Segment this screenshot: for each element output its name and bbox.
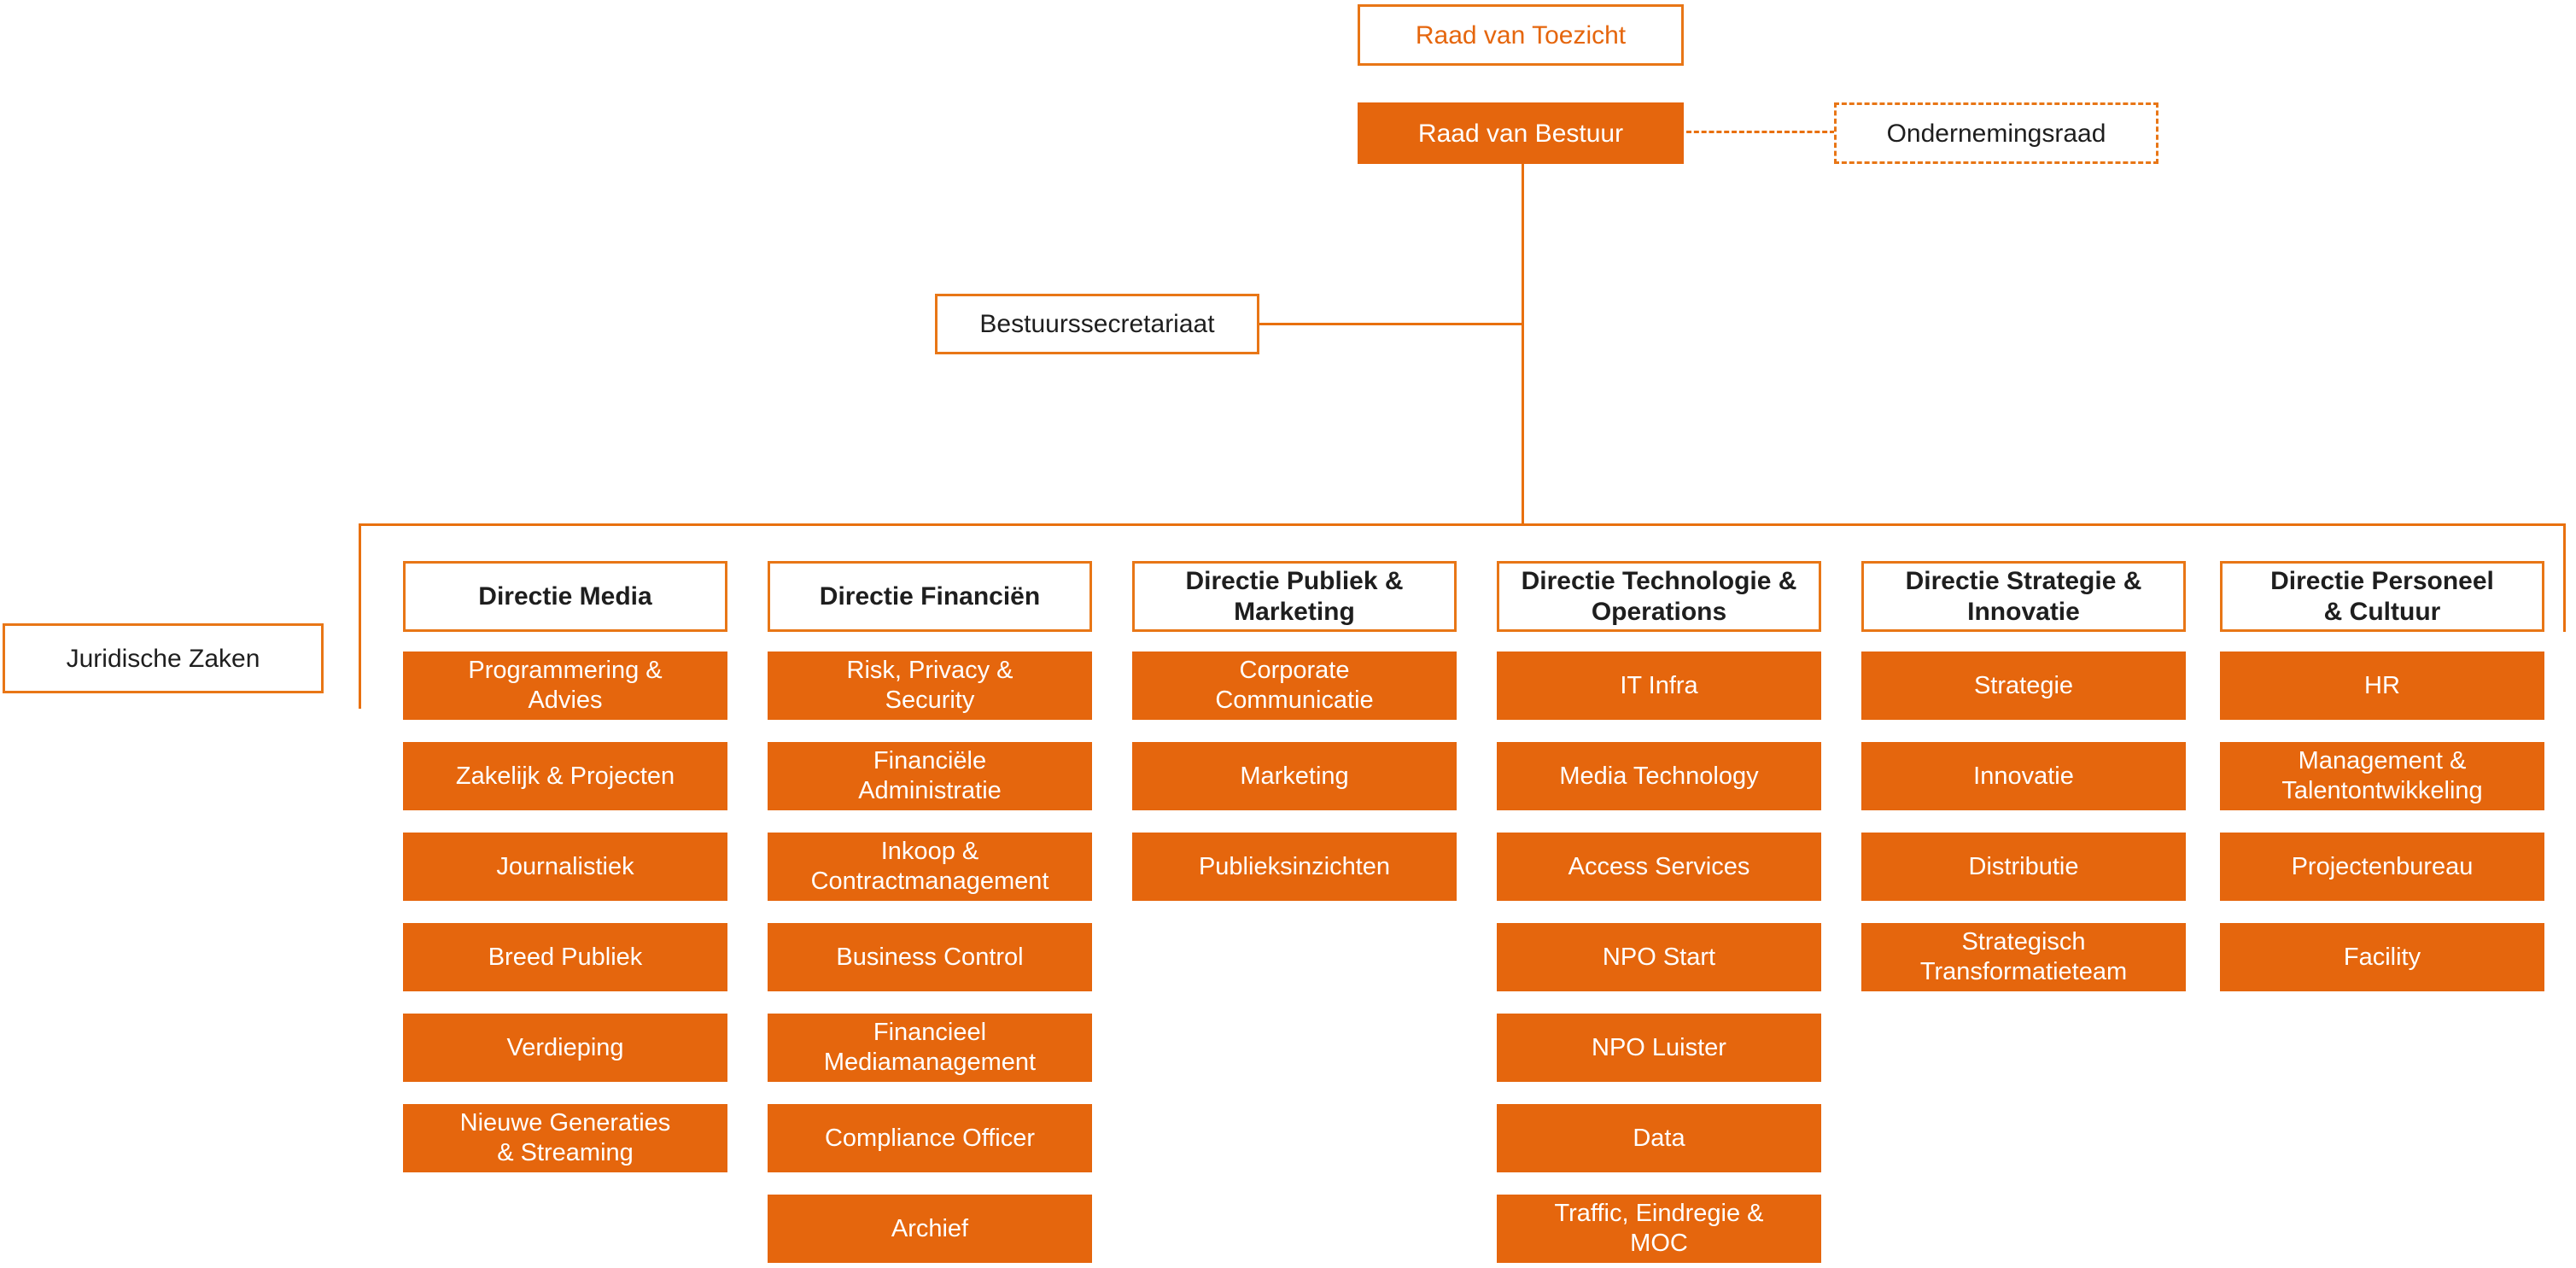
column-directie-strategie-innovatie: Directie Strategie & Innovatie Strategie… [1861, 561, 2186, 1268]
org-node-programmering-advies: Programmering & Advies [403, 652, 727, 720]
org-node-strategisch-transformatieteam: Strategisch Transformatieteam [1861, 923, 2186, 991]
node-juridische-zaken: Juridische Zaken [3, 623, 324, 693]
org-node-archief: Archief [768, 1195, 1092, 1263]
org-node-management-talentontwikkeling: Management & Talentontwikkeling [2220, 742, 2544, 810]
connector-main-horizontal [359, 523, 2566, 526]
column-header: Directie Technologie & Operations [1497, 561, 1821, 632]
org-node-financieel-mediamanagement: Financieel Mediamanagement [768, 1014, 1092, 1082]
org-node-distributie: Distributie [1861, 833, 2186, 901]
org-node-data: Data [1497, 1104, 1821, 1172]
org-node-business-control: Business Control [768, 923, 1092, 991]
org-node-hr: HR [2220, 652, 2544, 720]
connector-bestuur-vertical [1522, 164, 1524, 526]
connector-bestuurssecretariaat [1259, 323, 1523, 325]
node-raad-van-toezicht: Raad van Toezicht [1358, 4, 1684, 66]
org-node-verdieping: Verdieping [403, 1014, 727, 1082]
org-node-it-infra: IT Infra [1497, 652, 1821, 720]
column-header: Directie Strategie & Innovatie [1861, 561, 2186, 632]
org-node-compliance-officer: Compliance Officer [768, 1104, 1092, 1172]
org-node-nieuwe-generaties-streaming: Nieuwe Generaties & Streaming [403, 1104, 727, 1172]
org-node-risk-privacy-security: Risk, Privacy & Security [768, 652, 1092, 720]
org-node-npo-start: NPO Start [1497, 923, 1821, 991]
org-node-journalistiek: Journalistiek [403, 833, 727, 901]
column-directie-media: Directie Media Programmering & Advies Za… [403, 561, 727, 1268]
column-directie-personeel-cultuur: Directie Personeel & Cultuur HR Manageme… [2220, 561, 2544, 1268]
column-header: Directie Financiën [768, 561, 1092, 632]
column-header: Directie Publiek & Marketing [1132, 561, 1457, 632]
org-node-publieksinzichten: Publieksinzichten [1132, 833, 1457, 901]
connector-ondernemingsraad-dashed [1686, 131, 1835, 133]
org-node-npo-luister: NPO Luister [1497, 1014, 1821, 1082]
org-node-access-services: Access Services [1497, 833, 1821, 901]
org-node-facility: Facility [2220, 923, 2544, 991]
org-node-strategie: Strategie [1861, 652, 2186, 720]
org-node-marketing: Marketing [1132, 742, 1457, 810]
org-node-breed-publiek: Breed Publiek [403, 923, 727, 991]
column-header: Directie Media [403, 561, 727, 632]
column-directie-technologie-operations: Directie Technologie & Operations IT Inf… [1497, 561, 1821, 1268]
node-ondernemingsraad: Ondernemingsraad [1834, 102, 2158, 164]
connector-left-drop [359, 523, 361, 709]
org-node-inkoop-contractmanagement: Inkoop & Contractmanagement [768, 833, 1092, 901]
org-node-media-technology: Media Technology [1497, 742, 1821, 810]
org-node-corporate-communicatie: Corporate Communicatie [1132, 652, 1457, 720]
org-node-innovatie: Innovatie [1861, 742, 2186, 810]
org-node-financiele-administratie: Financiële Administratie [768, 742, 1092, 810]
node-raad-van-bestuur: Raad van Bestuur [1358, 102, 1684, 164]
column-header: Directie Personeel & Cultuur [2220, 561, 2544, 632]
org-node-projectenbureau: Projectenbureau [2220, 833, 2544, 901]
column-directie-financien: Directie Financiën Risk, Privacy & Secur… [768, 561, 1092, 1268]
org-node-zakelijk-projecten: Zakelijk & Projecten [403, 742, 727, 810]
column-directie-publiek-marketing: Directie Publiek & Marketing Corporate C… [1132, 561, 1457, 1268]
node-bestuurssecretariaat: Bestuurssecretariaat [935, 294, 1259, 354]
org-node-traffic-eindregie-moc: Traffic, Eindregie & MOC [1497, 1195, 1821, 1263]
connector-right-drop [2563, 523, 2566, 632]
